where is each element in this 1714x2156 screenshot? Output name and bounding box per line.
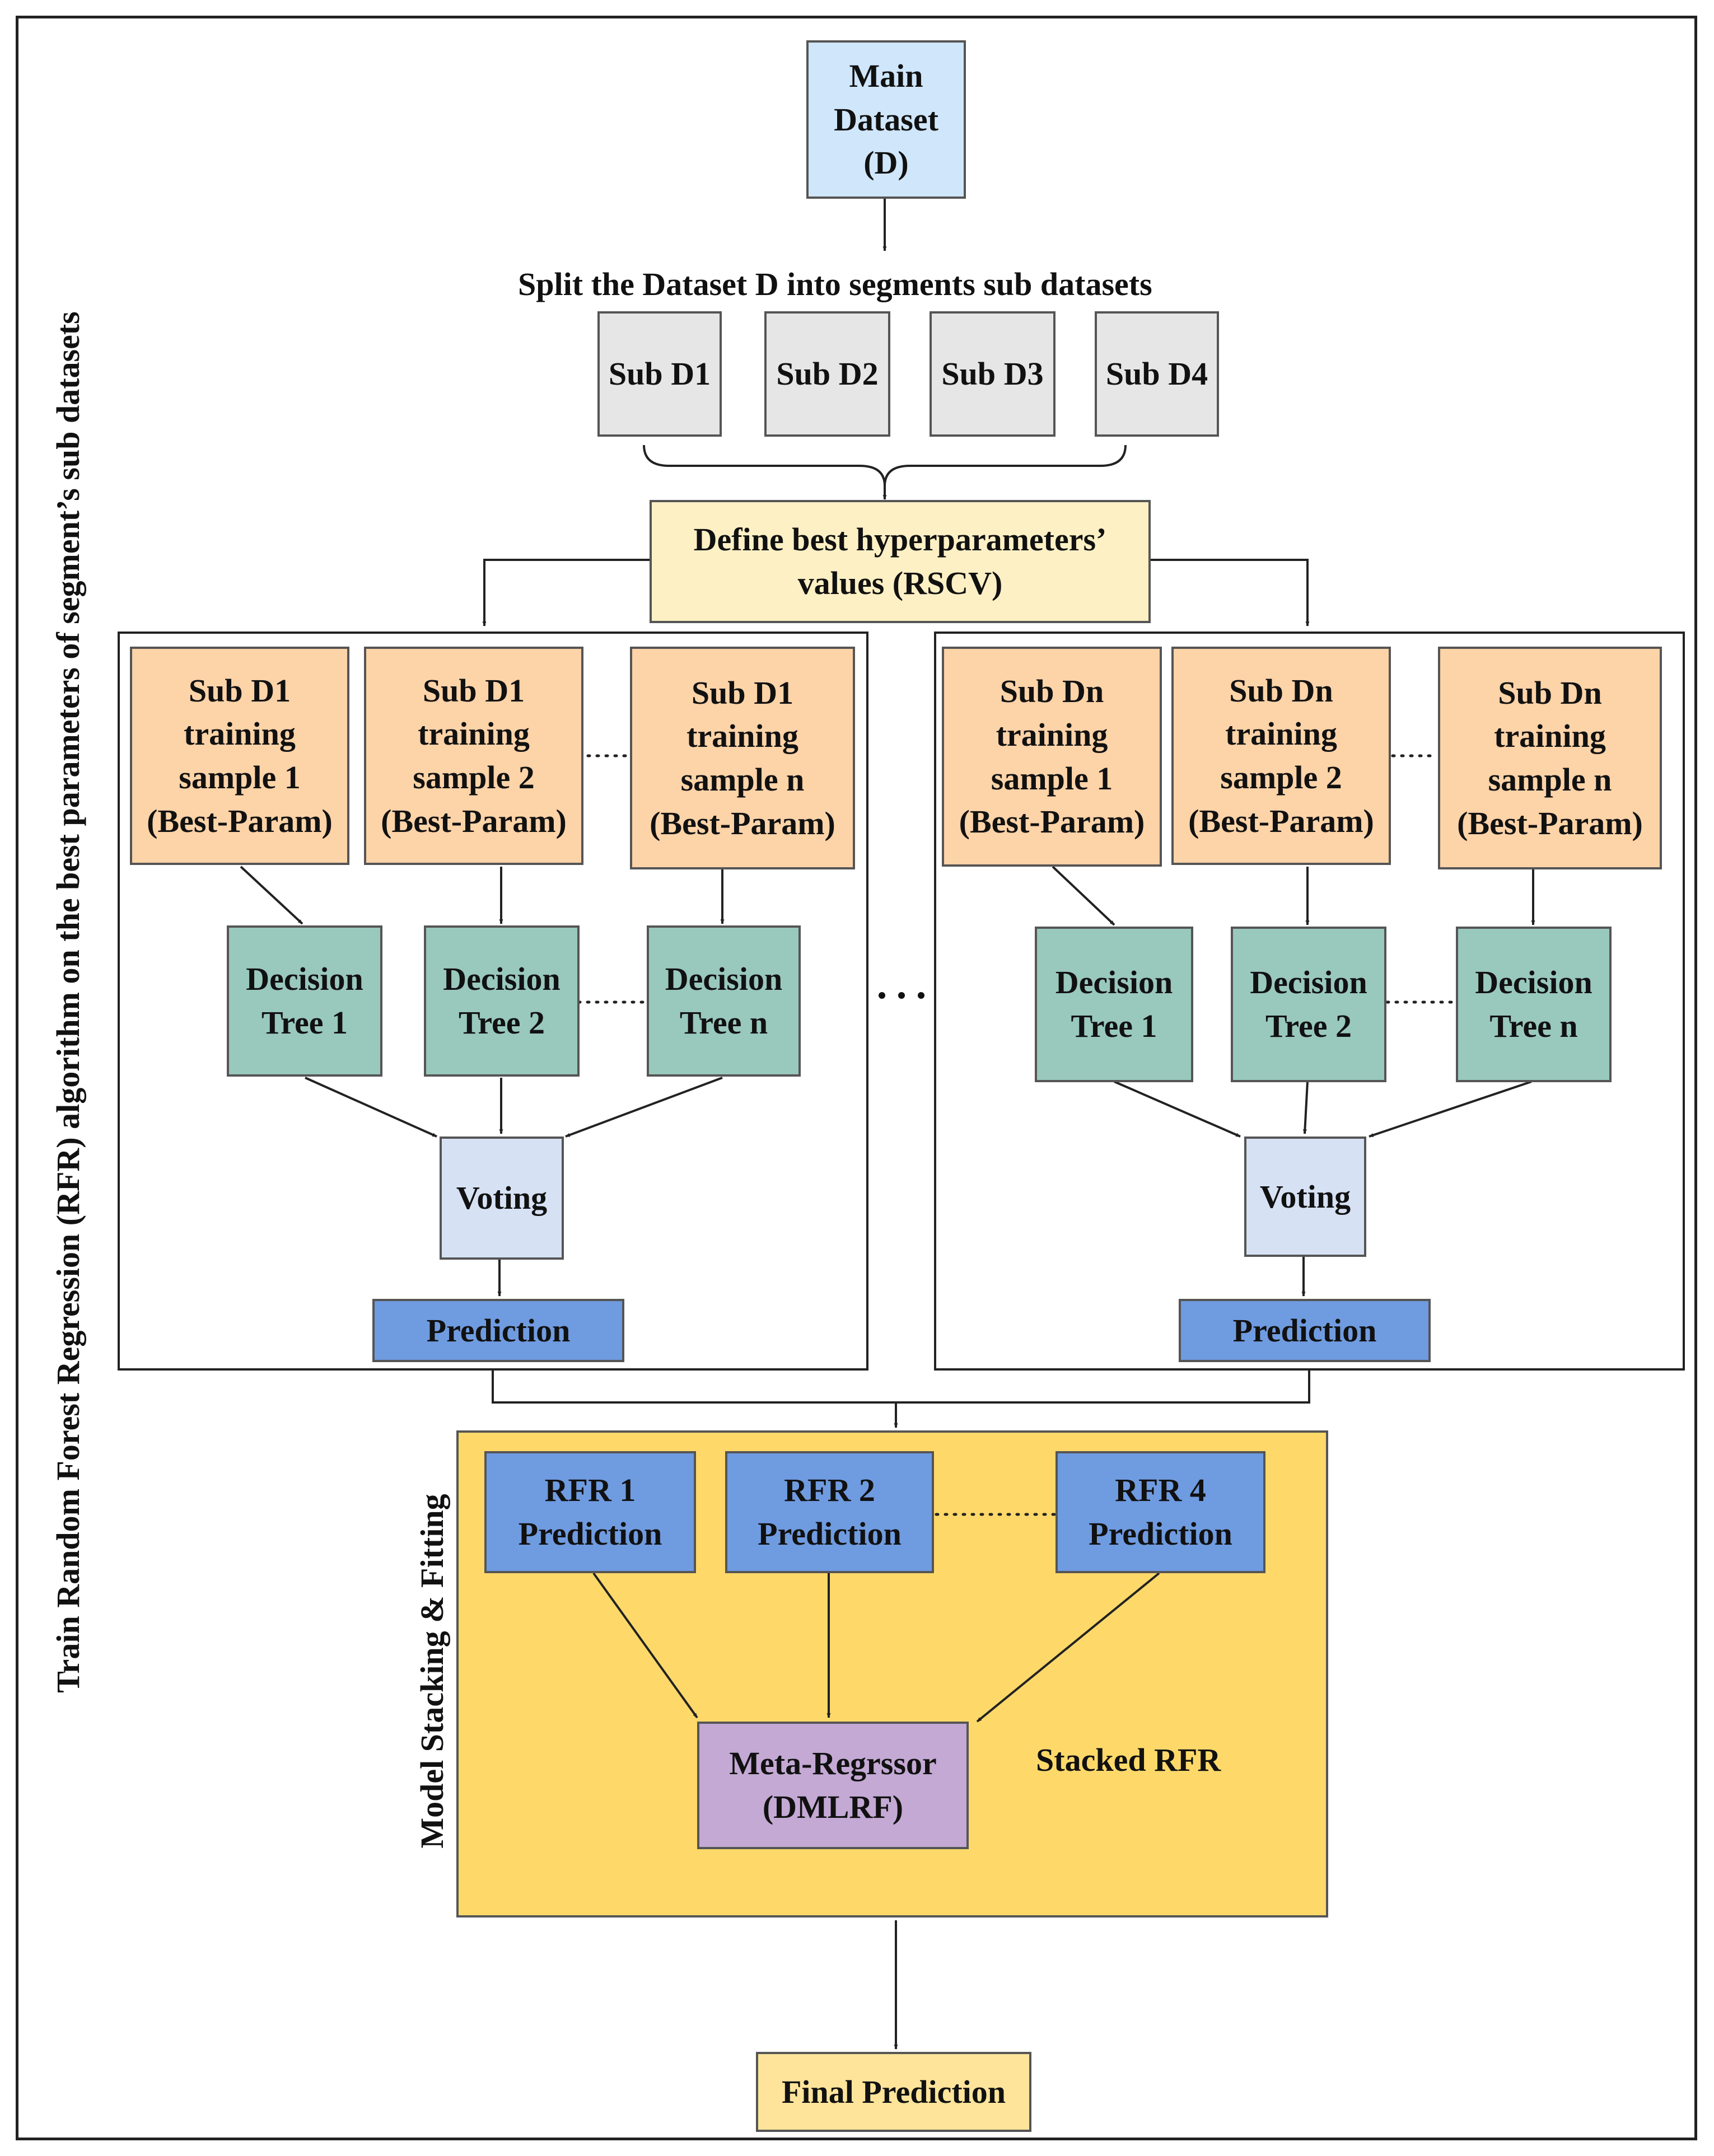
- training-sample-box: Sub D1 training sample 2 (Best-Param): [364, 647, 583, 865]
- main-dataset-box: Main Dataset (D): [806, 40, 966, 199]
- arrow-rfr4-meta: [976, 1572, 1160, 1723]
- prediction-box: Prediction: [1179, 1299, 1431, 1362]
- arrow-r-t3-vote: [1369, 1081, 1532, 1138]
- meta-regressor-box: Meta-Regrssor (DMLRF): [697, 1722, 969, 1849]
- arrow-hyper-to-left: [482, 559, 650, 626]
- stacking-label: Model Stacking & Fitting: [413, 1494, 450, 1849]
- final-prediction-box: Final Prediction: [756, 2052, 1031, 2132]
- arrow-rfr1-meta: [592, 1572, 698, 1719]
- sub-dataset-box: Sub D1: [597, 311, 722, 437]
- training-sample-box: Sub Dn training sample 1 (Best-Param): [942, 647, 1162, 867]
- prediction-box: Prediction: [372, 1299, 624, 1362]
- arrow-l-s1-t1: [240, 866, 303, 925]
- voting-box: Voting: [440, 1137, 564, 1260]
- hyperparameters-box: Define best hyperparameters’ values (RSC…: [650, 500, 1151, 623]
- decision-tree-box: Decision Tree n: [1456, 927, 1612, 1082]
- arrow-l-t1-vote: [305, 1077, 437, 1138]
- decision-tree-box: Decision Tree 2: [424, 925, 580, 1077]
- decision-tree-box: Decision Tree 1: [227, 925, 382, 1077]
- voting-box: Voting: [1244, 1137, 1366, 1257]
- training-sample-box: Sub Dn training sample n (Best-Param): [1438, 647, 1662, 869]
- right-training-frame: [934, 632, 1685, 1371]
- rfr-prediction-box: RFR 4 Prediction: [1056, 1451, 1265, 1573]
- groups-merge-line: [492, 1371, 1310, 1404]
- train-rfr-label: Train Random Forest Regression (RFR) alg…: [49, 311, 86, 1693]
- sub-dataset-box: Sub D3: [930, 311, 1056, 437]
- decision-tree-box: Decision Tree 2: [1231, 927, 1386, 1082]
- outer-frame: [16, 16, 1697, 2140]
- stacked-rfr-label: Stacked RFR: [1036, 1742, 1221, 1778]
- dots-between-groups-3: [918, 992, 924, 999]
- rfr-prediction-box: RFR 2 Prediction: [725, 1451, 934, 1573]
- arrow-hyper-to-right: [1151, 559, 1310, 626]
- left-training-frame: [118, 632, 868, 1371]
- dots-between-groups-1: [879, 992, 885, 999]
- rfr-prediction-box: RFR 1 Prediction: [484, 1451, 696, 1573]
- arrow-r-t2-vote: [1302, 1081, 1309, 1134]
- arrow-r-t1-vote: [1114, 1081, 1241, 1138]
- sub-dataset-box: Sub D2: [764, 311, 890, 437]
- sub-dataset-box: Sub D4: [1095, 311, 1219, 437]
- dots-between-groups-2: [898, 992, 905, 999]
- decision-tree-box: Decision Tree n: [647, 925, 801, 1077]
- arrow-r-s1-t1: [1052, 866, 1115, 926]
- arrow-l-t3-vote: [565, 1077, 723, 1138]
- training-sample-box: Sub Dn training sample 2 (Best-Param): [1171, 647, 1391, 865]
- training-sample-box: Sub D1 training sample 1 (Best-Param): [130, 647, 349, 865]
- decision-tree-box: Decision Tree 1: [1035, 927, 1193, 1082]
- split-label: Split the Dataset D into segments sub da…: [518, 266, 1152, 302]
- sub-datasets-brace: [643, 445, 1127, 487]
- training-sample-box: Sub D1 training sample n (Best-Param): [630, 647, 855, 869]
